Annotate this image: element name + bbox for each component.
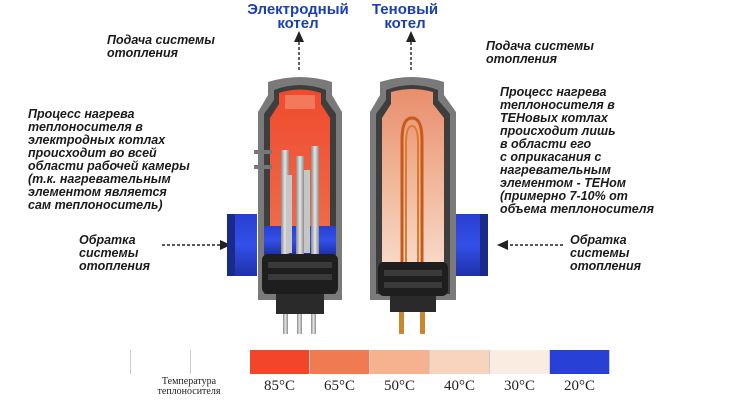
ten-terminal bbox=[420, 312, 425, 334]
scale-caption: Температура теплоносителя bbox=[130, 377, 248, 397]
scale-color-cell bbox=[370, 350, 430, 374]
return-arrow-left bbox=[162, 240, 231, 250]
right-process-line: в области его bbox=[500, 137, 592, 151]
left-process-line: Процесс нагрева bbox=[28, 107, 135, 121]
ten-title-line-2: котел bbox=[384, 15, 426, 32]
scale-color-cell bbox=[250, 350, 310, 374]
electrode-title-line-2: котел bbox=[277, 15, 319, 32]
ten-heating-element bbox=[400, 116, 424, 300]
right-process-description: Процесс нагрева теплоносителя в ТЕНовых … bbox=[500, 86, 654, 216]
left-process-line: сам теплоноситель) bbox=[28, 198, 163, 212]
scale-label-85: 85°C bbox=[263, 378, 295, 394]
left-supply-label: Подача системы отопления bbox=[107, 34, 215, 60]
ten-title-line-1: Теновый bbox=[371, 1, 439, 18]
left-return-line: Обратка bbox=[79, 233, 136, 247]
scale-caption-line-2: теплоносителя bbox=[157, 386, 221, 397]
electrode-rod bbox=[281, 150, 289, 256]
electrode-terminal bbox=[297, 314, 302, 334]
scale-color-cell bbox=[430, 350, 490, 374]
left-process-line: области рабочей камеры bbox=[28, 159, 190, 173]
ten-boiler bbox=[370, 77, 488, 334]
scale-color-cell bbox=[310, 350, 370, 374]
right-process-line: элементом - ТЕНом bbox=[500, 176, 627, 190]
temperature-scale: Температура теплоносителя 85°C 65°C 50°C… bbox=[130, 350, 610, 398]
right-process-line: Процесс нагрева bbox=[500, 85, 607, 99]
electrode-title-line-1: Электродный bbox=[247, 1, 349, 18]
right-process-line: происходит лишь bbox=[500, 124, 616, 138]
scale-label-20: 20°C bbox=[563, 378, 595, 394]
electrode-boiler-title: Электродный котел bbox=[228, 1, 368, 32]
left-return-label: Обратка системы отопления bbox=[79, 234, 150, 273]
left-supply-line-1: Подача системы bbox=[107, 33, 215, 47]
supply-arrow-right bbox=[406, 31, 416, 70]
left-process-line: происходит во всей bbox=[28, 146, 157, 160]
right-supply-label: Подача системы отопления bbox=[486, 40, 594, 66]
left-return-line: системы bbox=[79, 246, 139, 260]
ten-terminal bbox=[399, 312, 404, 334]
scale-empty-cell bbox=[130, 350, 191, 374]
scale-label-30: 30°C bbox=[503, 378, 535, 394]
right-supply-line-1: Подача системы bbox=[486, 39, 594, 53]
scale-label-40: 40°C bbox=[443, 378, 475, 394]
electrode-terminal bbox=[311, 314, 316, 334]
left-process-line: электродных котлах bbox=[28, 133, 166, 147]
scale-color-cell bbox=[490, 350, 550, 374]
left-supply-line-2: отопления bbox=[107, 46, 178, 60]
electrode-return-pipe bbox=[233, 214, 257, 276]
left-process-line: элементом является bbox=[28, 185, 167, 199]
scale-label-65: 65°C bbox=[323, 378, 355, 394]
return-arrow-right bbox=[497, 240, 563, 250]
right-return-label: Обратка системы отопления bbox=[570, 234, 641, 273]
right-process-line: с оприкасания с bbox=[500, 150, 602, 164]
right-return-line: Обратка bbox=[570, 233, 627, 247]
left-process-line: теплоносителя в bbox=[28, 120, 143, 134]
right-return-line: отопления bbox=[570, 259, 641, 273]
electrode-boiler bbox=[227, 77, 342, 334]
right-process-line: теплоносителя в bbox=[500, 98, 615, 112]
left-process-description: Процесс нагрева теплоносителя в электрод… bbox=[28, 108, 190, 212]
ten-return-pipe bbox=[455, 214, 483, 276]
electrode-rod bbox=[296, 156, 304, 256]
right-process-line: ТЕНовых котлах bbox=[500, 111, 608, 125]
electrode-rod bbox=[311, 146, 319, 256]
left-return-line: отопления bbox=[79, 259, 150, 273]
ten-chamber bbox=[382, 89, 444, 262]
scale-caption-line-1: Температура bbox=[161, 376, 217, 387]
right-process-line: объема теплоносителя bbox=[500, 202, 654, 216]
right-process-line: (примерно 7-10% от bbox=[500, 189, 628, 203]
supply-arrow-left bbox=[294, 31, 304, 70]
ten-base bbox=[378, 262, 448, 296]
left-process-line: (т.к. нагревательным bbox=[28, 172, 171, 186]
ten-boiler-title: Теновый котел bbox=[365, 1, 445, 32]
electrode-terminal bbox=[283, 314, 288, 334]
right-process-line: нагревательным bbox=[500, 163, 611, 177]
scale-color-cell bbox=[550, 350, 610, 374]
right-return-line: системы bbox=[570, 246, 630, 260]
right-supply-line-2: отопления bbox=[486, 52, 557, 66]
scale-label-50: 50°C bbox=[383, 378, 415, 394]
